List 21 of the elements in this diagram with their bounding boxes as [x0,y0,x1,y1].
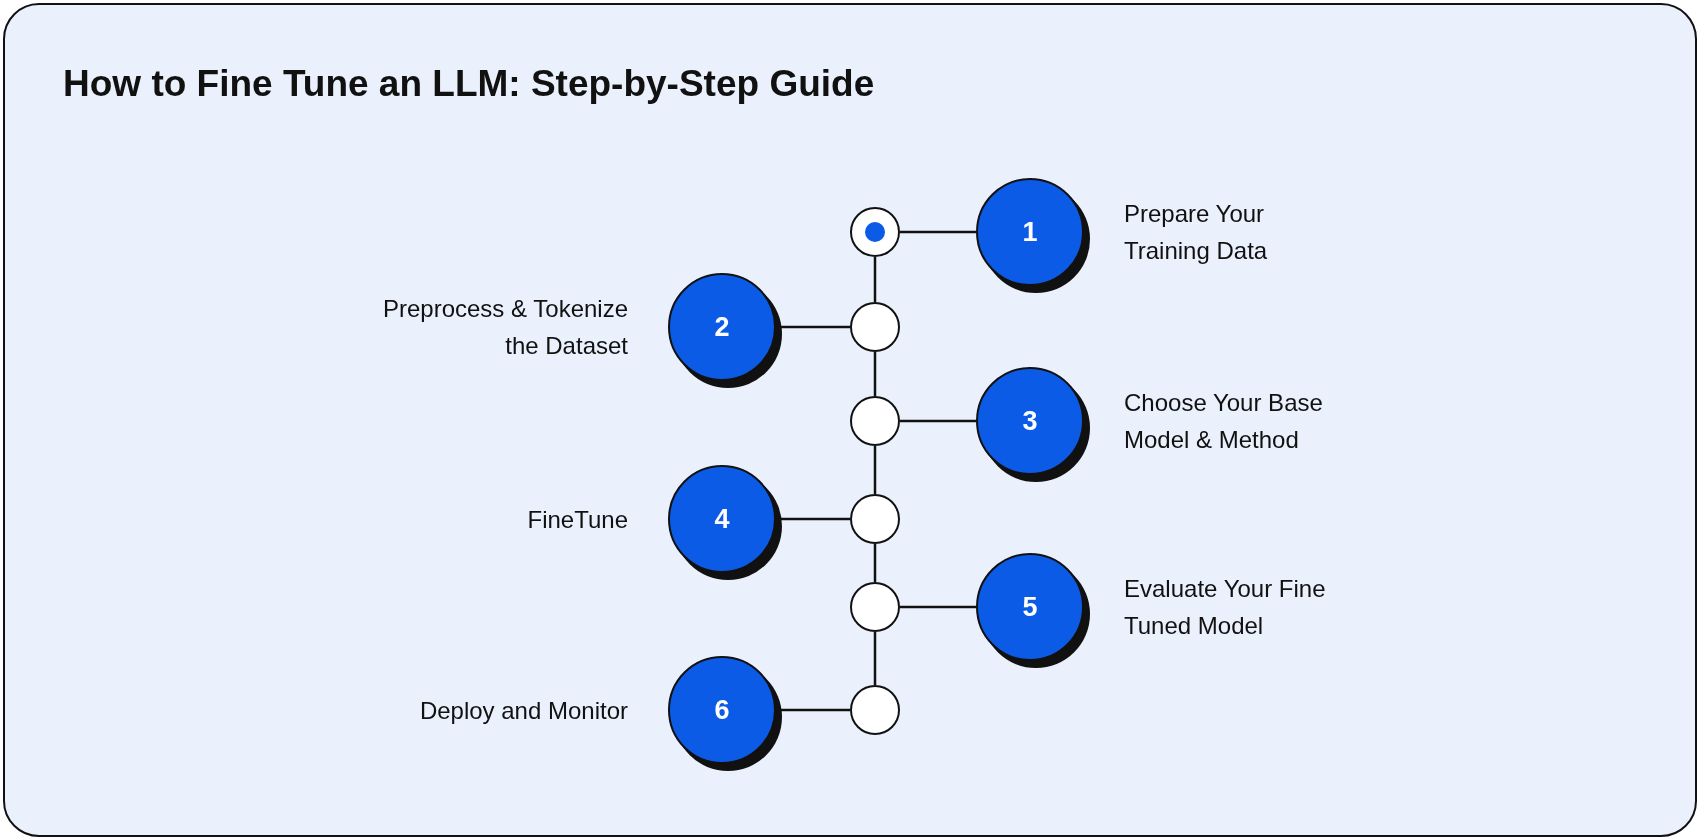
step-label: Deploy and Monitor [418,695,628,726]
step-label: Choose Your Base Model & Method [1124,388,1324,455]
timeline-circle [850,494,900,544]
connector-line [900,419,976,423]
connector-line [900,605,976,609]
connector-line [873,446,877,494]
connector-line [873,257,877,302]
title: How to Fine Tune an LLM: Step-by-Step Guide [63,63,875,105]
connector-line [900,230,976,234]
connector-line [873,352,877,396]
timeline-circle [850,207,900,257]
connector-line [873,544,877,582]
step-label: Prepare Your Training Data [1124,199,1269,266]
step-label: Evaluate Your Fine Tuned Model [1124,574,1327,641]
timeline-circle [850,582,900,632]
step-label: FineTune [526,504,628,535]
timeline-circle [850,396,900,446]
timeline-circle [850,685,900,735]
step-label: Preprocess & Tokenize the Dataset [382,294,628,361]
timeline-circle [850,302,900,352]
connector-line [873,632,877,685]
